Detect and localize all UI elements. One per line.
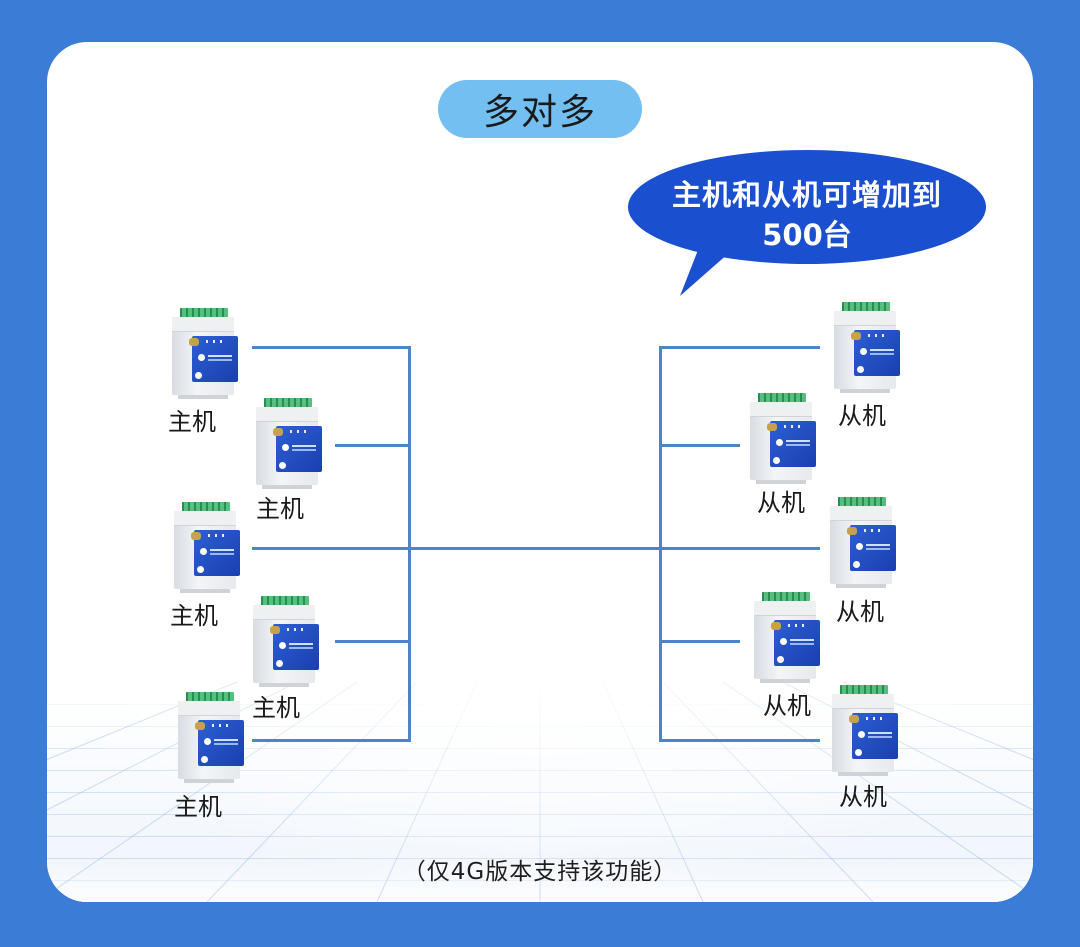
speech-bubble-callout: 主机和从机可增加到 500台 [628,150,986,296]
master-label-1: 主机 [168,408,216,436]
callout-line-1: 主机和从机可增加到 [671,178,942,212]
slave-label-2: 从机 [757,489,805,517]
master-label-5: 主机 [174,793,222,821]
slave-label-1: 从机 [838,402,886,430]
center-bus-line [252,547,820,550]
slave-device-4 [754,592,824,683]
page-title: 多对多 [482,92,597,133]
slave-device-3 [830,497,900,588]
callout-line-2: 500台 [762,218,852,252]
left-trunk-line [408,346,411,742]
slave-1-link [660,346,820,349]
master-device-4 [253,596,323,687]
slave-device-1 [834,302,904,393]
master-label-3: 主机 [170,602,218,630]
footnote: （仅4G版本支持该功能） [402,859,678,885]
slave-device-2 [750,393,820,484]
master-device-1 [172,308,242,399]
master-5-link [252,739,410,742]
speech-bubble-shape [628,150,986,296]
slave-2-link [660,444,740,447]
slave-label-4: 从机 [763,692,811,720]
title-pill: 多对多 [438,80,642,138]
master-label-2: 主机 [256,495,304,523]
slave-4-link [660,640,740,643]
master-1-link [252,346,410,349]
slave-label-3: 从机 [836,598,884,626]
master-device-2 [256,398,326,489]
right-trunk-line [659,346,662,742]
master-2-link [335,444,410,447]
master-device-3 [174,502,244,593]
slave-5-link [660,739,820,742]
master-4-link [335,640,410,643]
slave-label-5: 从机 [839,783,887,811]
master-device-5 [178,692,248,783]
master-label-4: 主机 [252,694,300,722]
slave-device-5 [832,685,902,776]
